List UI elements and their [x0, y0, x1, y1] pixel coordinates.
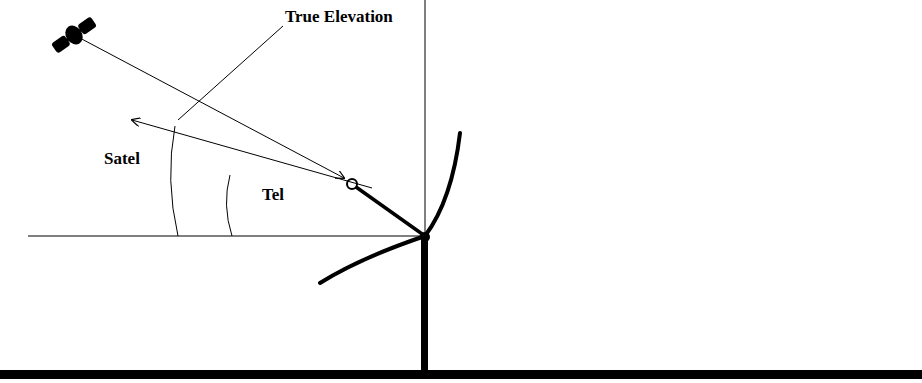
dish-pole: [421, 236, 428, 372]
true-elevation-arrow: [132, 120, 372, 188]
satellite-icon: [49, 13, 100, 57]
satel-angle-arc: [171, 126, 178, 236]
signal-line: [78, 37, 344, 178]
feed-horn: [347, 179, 357, 189]
horizon-line: [28, 236, 425, 237]
angle-label: Tel: [262, 186, 284, 205]
angle-label: Satel: [104, 150, 140, 169]
ground-line: [0, 370, 922, 379]
vertical-line: [425, 0, 426, 236]
angle-label: True Elevation: [285, 8, 393, 27]
leader-line: [178, 26, 283, 120]
tel-angle-arc: [226, 175, 232, 236]
feed-arm: [356, 187, 425, 236]
dish-reflector: [320, 133, 460, 283]
